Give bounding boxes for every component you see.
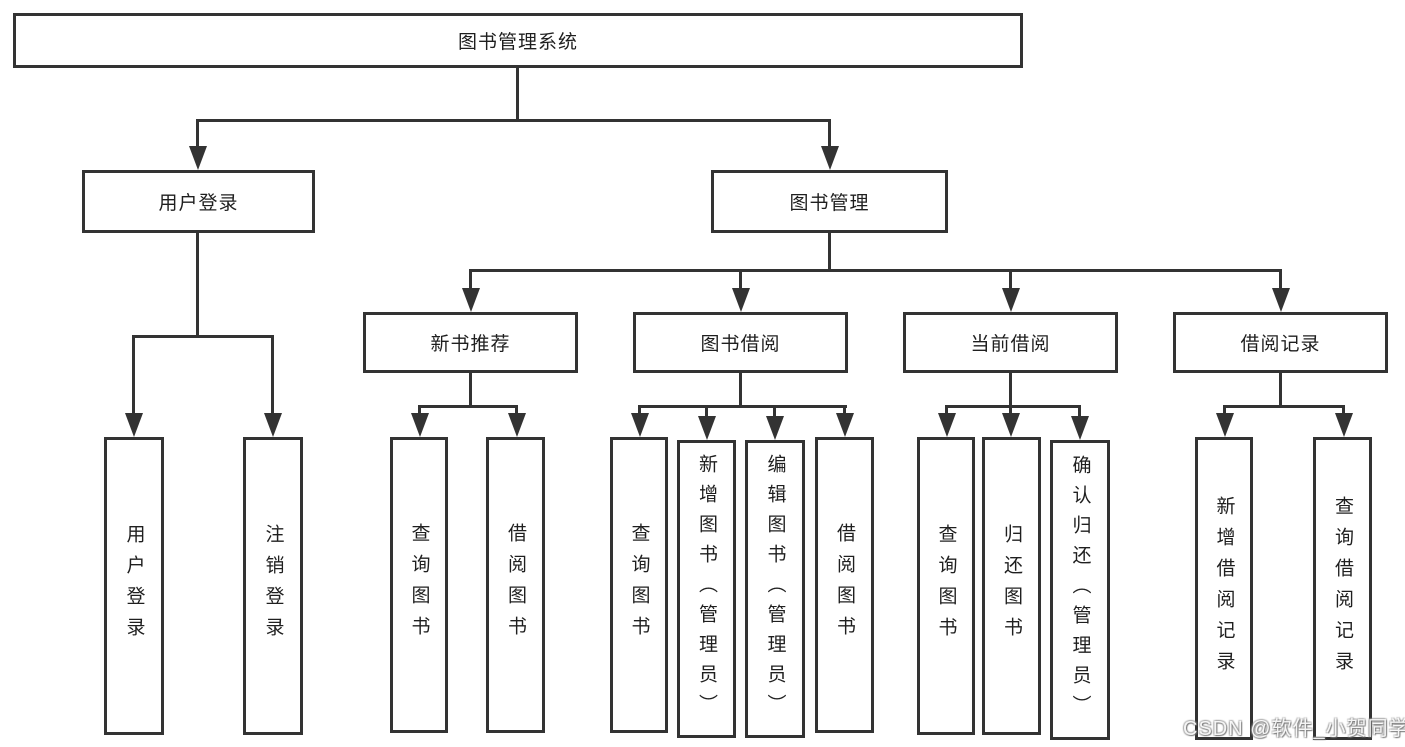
node-borrowing-records: 借阅记录 bbox=[1173, 312, 1388, 373]
leaf-add-book-admin-label: 新增图书（管理员） bbox=[696, 454, 717, 724]
leaf-add-book-admin: 新增图书（管理员） bbox=[677, 440, 736, 738]
arrowhead-down-icon bbox=[189, 146, 207, 170]
leaf-user-login-label: 用户登录 bbox=[123, 524, 145, 648]
connector-line bbox=[945, 405, 948, 419]
arrowhead-down-icon bbox=[821, 146, 839, 170]
connector-line bbox=[271, 335, 274, 417]
node-book-borrowing: 图书借阅 bbox=[633, 312, 848, 373]
arrowhead-down-icon bbox=[1272, 288, 1290, 312]
connector-line bbox=[469, 372, 472, 408]
arrowhead-down-icon bbox=[836, 413, 854, 437]
arrowhead-down-icon bbox=[766, 416, 784, 440]
connector-line bbox=[132, 335, 135, 417]
leaf-query-book-borrowing: 查询图书 bbox=[610, 437, 668, 733]
leaf-borrow-book-label: 借阅图书 bbox=[505, 523, 526, 647]
leaf-borrow-book: 借阅图书 bbox=[815, 437, 874, 733]
leaf-borrow-book-label: 借阅图书 bbox=[834, 523, 855, 647]
arrowhead-down-icon bbox=[938, 413, 956, 437]
connector-line bbox=[418, 405, 421, 419]
leaf-edit-book-admin: 编辑图书（管理员） bbox=[745, 440, 805, 738]
arrowhead-down-icon bbox=[264, 413, 282, 437]
connector-line bbox=[196, 232, 199, 338]
node-borrowing-records-label: 借阅记录 bbox=[1240, 334, 1321, 355]
leaf-query-book-label: 查询图书 bbox=[935, 524, 957, 648]
connector-line bbox=[515, 405, 518, 419]
connector-line bbox=[1342, 405, 1345, 419]
node-new-book-recommend: 新书推荐 bbox=[363, 312, 578, 373]
node-library-system: 图书管理系统 bbox=[13, 13, 1023, 68]
node-book-management-label: 图书管理 bbox=[789, 193, 870, 214]
node-book-management: 图书管理 bbox=[711, 170, 948, 233]
node-library-system-label: 图书管理系统 bbox=[457, 32, 578, 53]
leaf-query-borrow-record-label: 查询借阅记录 bbox=[1332, 495, 1353, 682]
leaf-query-book-label: 查询图书 bbox=[408, 523, 430, 647]
connector-line bbox=[469, 269, 472, 292]
leaf-logout: 注销登录 bbox=[243, 437, 303, 735]
connector-line bbox=[828, 119, 831, 151]
connector-line bbox=[843, 405, 846, 419]
arrowhead-down-icon bbox=[508, 413, 526, 437]
node-book-borrowing-label: 图书借阅 bbox=[700, 334, 781, 355]
leaf-borrow-book-recommend: 借阅图书 bbox=[486, 437, 545, 733]
connector-line bbox=[1078, 405, 1081, 419]
csdn-watermark: CSDN @软件_小贺同学 bbox=[1183, 718, 1405, 740]
connector-line bbox=[1279, 372, 1282, 408]
connector-line bbox=[196, 119, 199, 151]
connector-line bbox=[1223, 405, 1344, 408]
connector-line bbox=[638, 405, 847, 408]
leaf-return-book-label: 归还图书 bbox=[1001, 524, 1022, 648]
arrowhead-down-icon bbox=[1002, 413, 1020, 437]
node-user-login-label: 用户登录 bbox=[158, 193, 239, 214]
arrowhead-down-icon bbox=[411, 413, 429, 437]
leaf-confirm-return-admin: 确认归还（管理员） bbox=[1050, 440, 1110, 740]
arrowhead-down-icon bbox=[631, 413, 649, 437]
connector-line bbox=[739, 269, 742, 292]
node-current-borrowing-label: 当前借阅 bbox=[970, 334, 1051, 355]
leaf-add-borrow-record-label: 新增借阅记录 bbox=[1213, 495, 1235, 682]
arrowhead-down-icon bbox=[125, 413, 143, 437]
node-user-login: 用户登录 bbox=[82, 170, 315, 233]
connector-line bbox=[638, 405, 641, 419]
connector-line bbox=[132, 335, 274, 338]
connector-line bbox=[705, 405, 708, 419]
arrowhead-down-icon bbox=[1071, 416, 1089, 440]
connector-line bbox=[945, 405, 1081, 408]
arrowhead-down-icon bbox=[462, 288, 480, 312]
connector-line bbox=[1009, 269, 1012, 292]
leaf-query-borrow-record: 查询借阅记录 bbox=[1313, 437, 1372, 740]
arrowhead-down-icon bbox=[1216, 413, 1234, 437]
connector-line bbox=[828, 232, 831, 272]
connector-line bbox=[516, 68, 519, 121]
connector-line bbox=[469, 269, 1282, 272]
arrowhead-down-icon bbox=[1335, 413, 1353, 437]
connector-line bbox=[773, 405, 776, 419]
leaf-query-book-recommend: 查询图书 bbox=[390, 437, 448, 733]
connector-line bbox=[1279, 269, 1282, 292]
leaf-user-login: 用户登录 bbox=[104, 437, 164, 735]
arrowhead-down-icon bbox=[732, 288, 750, 312]
leaf-confirm-return-admin-label: 确认归还（管理员） bbox=[1069, 455, 1091, 725]
connector-line bbox=[1009, 405, 1012, 419]
connector-line bbox=[739, 372, 742, 408]
leaf-query-book-label: 查询图书 bbox=[628, 523, 650, 647]
leaf-query-book-current: 查询图书 bbox=[917, 437, 975, 735]
leaf-return-book: 归还图书 bbox=[982, 437, 1041, 735]
arrowhead-down-icon bbox=[1002, 288, 1020, 312]
arrowhead-down-icon bbox=[698, 416, 716, 440]
connector-line bbox=[418, 405, 518, 408]
node-new-book-recommend-label: 新书推荐 bbox=[430, 334, 511, 355]
leaf-logout-label: 注销登录 bbox=[262, 524, 284, 648]
connector-line bbox=[1223, 405, 1226, 419]
leaf-edit-book-admin-label: 编辑图书（管理员） bbox=[764, 454, 786, 724]
leaf-add-borrow-record: 新增借阅记录 bbox=[1195, 437, 1253, 740]
connector-line bbox=[196, 119, 831, 122]
connector-line bbox=[1009, 372, 1012, 408]
node-current-borrowing: 当前借阅 bbox=[903, 312, 1118, 373]
